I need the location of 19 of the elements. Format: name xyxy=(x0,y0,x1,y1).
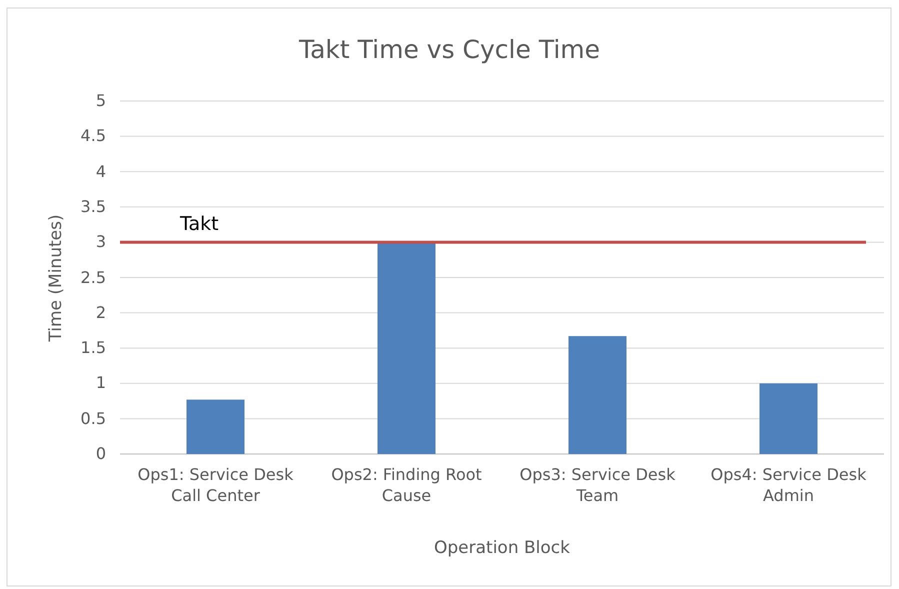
axis-tick-label: Ops3: Service Desk Team xyxy=(518,464,676,506)
axis-tick-label: 0 xyxy=(96,444,106,463)
axis-tick-label: Ops4: Service Desk Admin xyxy=(710,464,868,506)
chart-title: Takt Time vs Cycle Time xyxy=(298,35,602,64)
axis-title: Time (Minutes) xyxy=(46,214,66,342)
axis-tick-label: 3 xyxy=(96,232,106,252)
axis-tick-label: 0.5 xyxy=(80,408,106,428)
axis-tick-label: 2 xyxy=(96,302,106,322)
axis-tick-label: Ops2: Finding Root Cause xyxy=(330,464,483,506)
axis-tick-label: 5 xyxy=(96,91,106,110)
axis-tick-label: 1 xyxy=(96,373,106,392)
axis-tick-label: 4.5 xyxy=(80,126,106,146)
axis-tick-label: 4 xyxy=(96,162,106,181)
axis-tick-label: Ops1: Service Desk Call Center xyxy=(136,464,294,506)
axis-tick-label: 3.5 xyxy=(80,196,106,216)
axis-title: Operation Block xyxy=(433,538,571,558)
axis-tick-label: 1.5 xyxy=(80,338,106,358)
reference-line-label: Takt xyxy=(180,213,219,236)
axis-tick-label: 2.5 xyxy=(80,268,106,286)
